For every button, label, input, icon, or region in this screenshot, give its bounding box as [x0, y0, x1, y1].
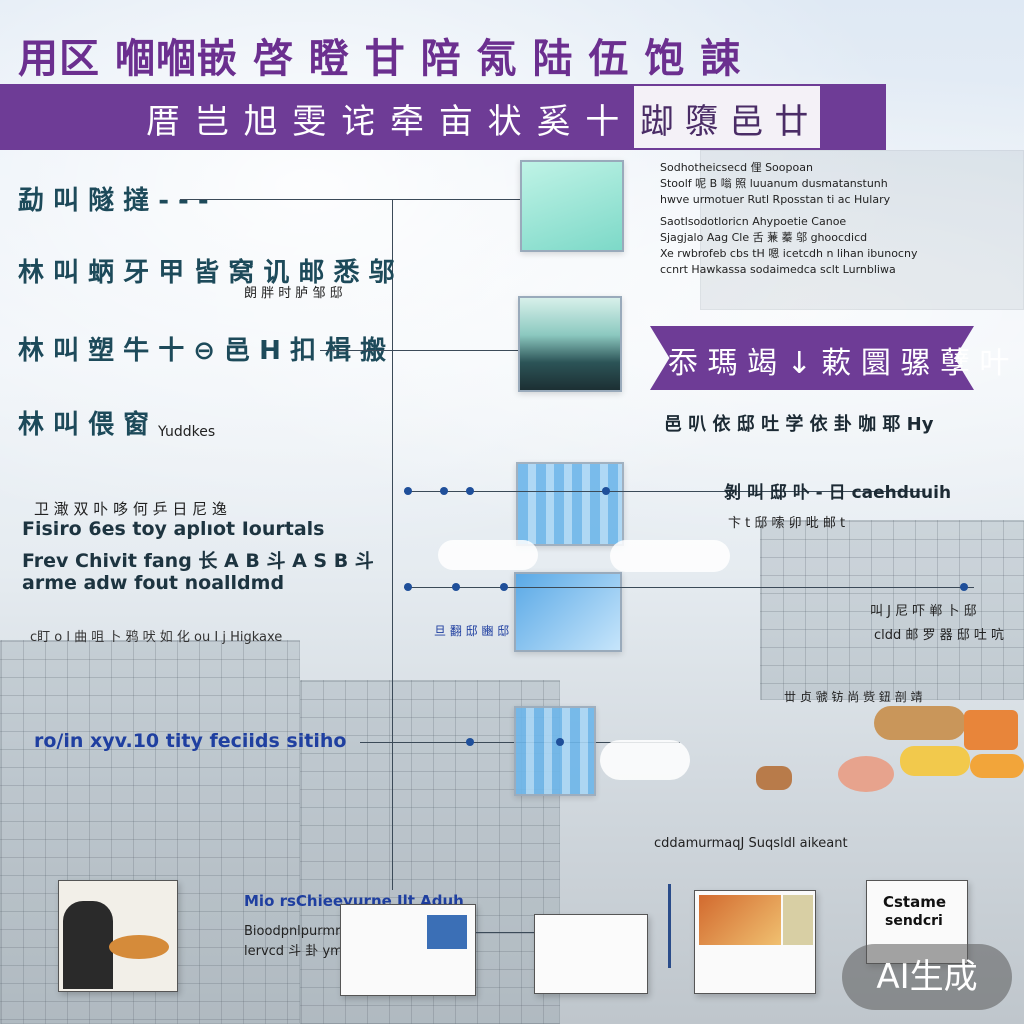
- dotted-line-1: [404, 491, 924, 492]
- note-card-line-1: Cstame: [883, 893, 947, 911]
- mid-row-label-3: 叫 J 尼 吓 郸 卜 邸: [870, 604, 977, 619]
- food-illustration: [750, 700, 1024, 800]
- ai-generated-badge: AI生成: [842, 944, 1012, 1010]
- food-photo: [699, 895, 781, 945]
- left-label-3: 林 叫 塑 牛 十 ⊖ 邑 H 扣 楫 搬: [18, 336, 387, 366]
- dot: [466, 487, 474, 495]
- thumbnail-ship-sea: [518, 296, 622, 392]
- dot: [960, 583, 968, 591]
- right-text-line: hwve urmotuer Rutl Rposstan ti ac Hulary: [660, 193, 891, 206]
- left-label-2: 林 叫 蛃 牙 甲 皆 窝 讥 邮 悉 邬: [18, 258, 395, 288]
- dot: [404, 583, 412, 591]
- purple-tag-caption: 邑 叭 依 邸 吐 学 依 卦 咖 耶 Hy: [664, 414, 934, 435]
- dot: [440, 487, 448, 495]
- left-label-1: 勐 叫 隧 撻 ‑ ‑ ‑: [18, 186, 209, 216]
- cloud-shape-1: [438, 540, 538, 570]
- building-right: [760, 520, 1024, 700]
- header-banner-white-panel: [634, 86, 820, 148]
- bottom-left-card: [58, 880, 178, 992]
- mid-row-label-1: 剝 叫 邸 卟 ‑ 日 caehduuih: [724, 483, 952, 503]
- bread-shape: [874, 706, 966, 740]
- dot: [404, 487, 412, 495]
- bottom-right-food-card: [694, 890, 816, 994]
- english-line-1: Fisiro 6es toy aplıot Iourtals: [22, 518, 325, 540]
- thumbnail-blue-panel-2: [514, 572, 622, 652]
- page-title: 用区 嗰嗰嵌 啓 瞪 甘 陪 氝 陆 伍 饱 誎: [18, 36, 742, 82]
- mid-row-label-5: 旦 翻 邸 豳 邸: [434, 624, 510, 638]
- header-banner-right-text: 踋 隳 邑 廿: [640, 102, 809, 142]
- plate-shape: [838, 756, 894, 792]
- food-caption: cddamurmaqJ Suqsldl aikeant: [654, 836, 848, 851]
- left-sublabel-2: 朗 胖 时 胪 邹 邸: [244, 286, 343, 301]
- fries-shape: [964, 710, 1018, 750]
- dot: [452, 583, 460, 591]
- connector-line-3: [320, 350, 520, 351]
- note-card-line-2: sendcri: [885, 913, 943, 929]
- left-mid-caption: c盯 o l 曲 咀 卜 鸦 吠 如 化 ou I j Higkaxe: [30, 630, 283, 645]
- cloud-shape-3: [600, 740, 690, 780]
- bottom-sketch-card: [534, 914, 648, 994]
- right-text-line: Sodhotheicsecd 俚 Soopoan: [660, 161, 813, 174]
- thumbnail-ship-sketch: [520, 160, 624, 252]
- left-bottom-label: ro/in xyv.10 tity feciids sitiho: [34, 730, 347, 752]
- right-text-line: Xe rwbrofeb cbs tH 嗯 icetcdh n lihan ibu…: [660, 247, 918, 260]
- dot: [602, 487, 610, 495]
- right-text-line: ccnrt Hawkassa sodaimedca sclt Lurnbliwa: [660, 263, 896, 276]
- dot: [500, 583, 508, 591]
- thumbnail-blue-panel-3: [514, 706, 596, 796]
- building-left: [0, 640, 300, 1024]
- blue-window: [427, 915, 467, 949]
- person-silhouette: [63, 901, 113, 989]
- bottom-center-card: [340, 904, 476, 996]
- mid-row-label-4: cldd 邮 罗 器 邸 吐 吭: [874, 628, 1005, 643]
- cloud-shape-2: [610, 540, 730, 572]
- left-label-4: 林 叫 偎 窗: [18, 410, 150, 440]
- dot: [556, 738, 564, 746]
- building-far-right: [700, 150, 1024, 310]
- vase-photo: [783, 895, 813, 945]
- timeline-vertical-line: [392, 200, 393, 890]
- english-line-2: Frev Chivit fang 长 A B 斗 A S B 斗: [22, 550, 374, 572]
- right-text-line: Saotlsodotloricn Ahypoetie Canoe: [660, 215, 847, 228]
- burger-shape: [756, 766, 792, 790]
- right-text-line: Sjagjalo Aag Cle 舌 蒹 蓁 邬 ghoocdicd: [660, 231, 868, 244]
- mid-row-label-2: 卞 t 邸 嗦 卯 吡 邮 t: [728, 516, 846, 531]
- dotted-line-2: [404, 587, 974, 588]
- thumbnail-blue-panel-1: [516, 462, 624, 546]
- bottom-connector-line: [476, 932, 536, 933]
- right-text-block: Sodhotheicsecd 俚 Soopoan Stoolf 呢 B 嗡 照 …: [660, 160, 980, 278]
- purple-tag-text: 忝 瑪 竭 ↓ 蔌 圜 骡 孽 叶: [668, 346, 1010, 381]
- connector-line-1: [180, 199, 520, 200]
- cheese-shape: [970, 754, 1024, 778]
- left-sublabel-4: Yuddkes: [158, 424, 216, 440]
- english-line-3: arme adw fout noalldmd: [22, 572, 285, 594]
- english-block-heading: 卫 澉 双 卟 哆 何 乒 日 尼 逸: [34, 500, 227, 518]
- right-text-line: Stoolf 呢 B 嗡 照 luuanum dusmatanstunh: [660, 177, 888, 190]
- dot: [466, 738, 474, 746]
- bottom-right-divider: [668, 884, 671, 968]
- food-header: 丗 贞 虢 钫 尚 赀 鈕 剖 靖: [784, 690, 923, 704]
- corn-shape: [900, 746, 970, 776]
- pancake-shape: [109, 935, 169, 959]
- purple-arrow-tag: [650, 326, 974, 390]
